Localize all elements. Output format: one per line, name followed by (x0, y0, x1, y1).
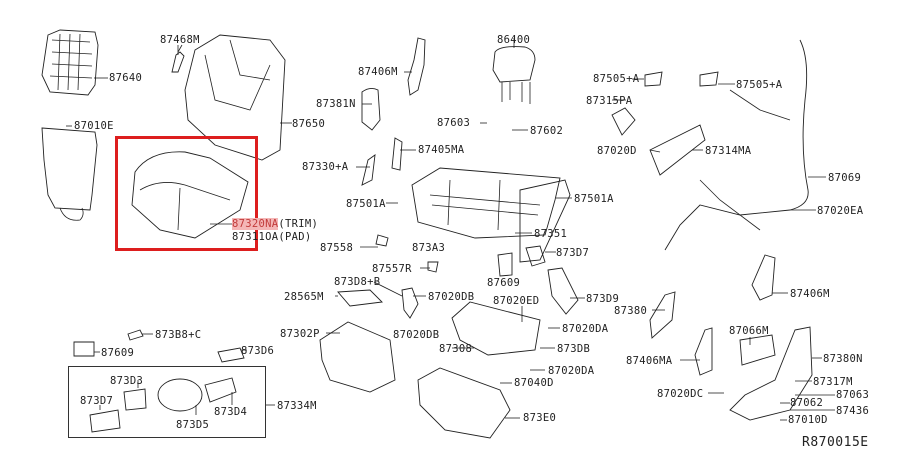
seatback-drawing (184, 34, 286, 161)
part-label[interactable]: 87020DC (657, 388, 704, 400)
cover-drawing (361, 87, 381, 131)
part-label[interactable]: 86400 (497, 34, 531, 46)
part-label[interactable]: 87505+A (736, 79, 783, 91)
part-label[interactable]: 873D8+B (334, 276, 381, 288)
part-label[interactable]: 873E0 (523, 412, 557, 424)
diagram-reference-code: R870015E (802, 435, 869, 450)
part-label[interactable]: 87020DB (393, 329, 440, 341)
part-label[interactable]: 87062 (790, 397, 824, 409)
part-label[interactable]: 873D7 (80, 395, 114, 407)
lower-frame-drawing (319, 321, 396, 393)
part-label[interactable]: 87020DA (562, 323, 609, 335)
part-label[interactable]: 87436 (836, 405, 870, 417)
part-label[interactable]: 87406M (790, 288, 830, 300)
part-label[interactable]: 87314MA (705, 145, 752, 157)
part-label[interactable]: 87334M (277, 400, 317, 412)
part-label[interactable]: 87308 (439, 343, 473, 355)
part-label[interactable]: 87311OA(PAD) (232, 231, 312, 243)
part-label[interactable]: 87063 (836, 389, 870, 401)
part-label[interactable]: 87558 (320, 242, 354, 254)
part-label[interactable]: 873A3 (412, 242, 446, 254)
part-label[interactable]: 87315PA (586, 95, 633, 107)
part-label[interactable]: 87505+A (593, 73, 640, 85)
part-label[interactable]: 87020DA (548, 365, 595, 377)
part-label[interactable]: 87020ED (493, 295, 540, 307)
part-label[interactable]: 873D9 (586, 293, 620, 305)
part-label[interactable]: 873D3 (110, 375, 144, 387)
part-label[interactable]: 87069 (828, 172, 862, 184)
part-label[interactable]: 87020D (597, 145, 637, 157)
part-label[interactable]: 87317M (813, 376, 853, 388)
headrest-drawing (492, 46, 536, 83)
part-label[interactable]: 87501A (346, 198, 386, 210)
part-label[interactable]: 87020DB (428, 291, 475, 303)
part-label[interactable]: 87330+A (302, 161, 349, 173)
part-label[interactable]: 87380 (614, 305, 648, 317)
seatback-board-drawing (41, 29, 108, 96)
part-label[interactable]: 87040D (514, 377, 554, 389)
part-label[interactable]: 87010D (788, 414, 828, 426)
back-panel-drawing (41, 127, 98, 211)
part-label[interactable]: 873D4 (214, 406, 248, 418)
part-label[interactable]: 87468M (160, 34, 200, 46)
part-label[interactable]: 87609 (101, 347, 135, 359)
part-note: (TRIM) (278, 218, 319, 230)
part-label[interactable]: 87066M (729, 325, 769, 337)
part-label[interactable]: 873D6 (241, 345, 275, 357)
highlight-box (115, 136, 258, 251)
part-label[interactable]: 873B8+C (155, 329, 202, 341)
pin-drawing (171, 51, 185, 73)
part-label[interactable]: 87405MA (418, 144, 465, 156)
part-label[interactable]: 87602 (530, 125, 564, 137)
seat-cushion-drawing (131, 151, 249, 239)
part-label[interactable]: 87010E (74, 120, 114, 132)
part-label[interactable]: 87020EA (817, 205, 864, 217)
bracket-drawing (407, 37, 426, 96)
part-label[interactable]: 87650 (292, 118, 326, 130)
part-label[interactable]: 87302P (280, 328, 320, 340)
floor-panel-drawing (451, 301, 541, 356)
bottom-cover-drawing (417, 367, 511, 439)
part-label[interactable]: 87501A (574, 193, 614, 205)
duct-drawing (547, 267, 579, 315)
seat-frame-drawing (411, 167, 561, 239)
part-label[interactable]: 87609 (487, 277, 521, 289)
kit-group-box (68, 366, 266, 438)
part-label[interactable]: 87406M (358, 66, 398, 78)
part-label[interactable]: 873D5 (176, 419, 210, 431)
part-label[interactable]: 87557R (372, 263, 412, 275)
part-label[interactable]: 87380N (823, 353, 863, 365)
part-label[interactable]: 873DB (557, 343, 591, 355)
leader-lines (94, 38, 835, 421)
part-label[interactable]: 87351 (534, 228, 568, 240)
rail-drawing (649, 124, 706, 176)
part-label[interactable]: 87406MA (626, 355, 673, 367)
highlighted-part-number: 87320NA (232, 218, 279, 230)
part-label[interactable]: 87640 (109, 72, 143, 84)
part-label[interactable]: 87381N (316, 98, 356, 110)
part-label[interactable]: 873D7 (556, 247, 590, 259)
highlighted-part-label[interactable]: 87320NA(TRIM) (232, 218, 318, 230)
part-label[interactable]: 28565M (284, 291, 324, 303)
side-shield-drawing (729, 326, 813, 421)
part-label[interactable]: 87603 (437, 117, 471, 129)
wiring-harness-drawing (664, 39, 809, 251)
